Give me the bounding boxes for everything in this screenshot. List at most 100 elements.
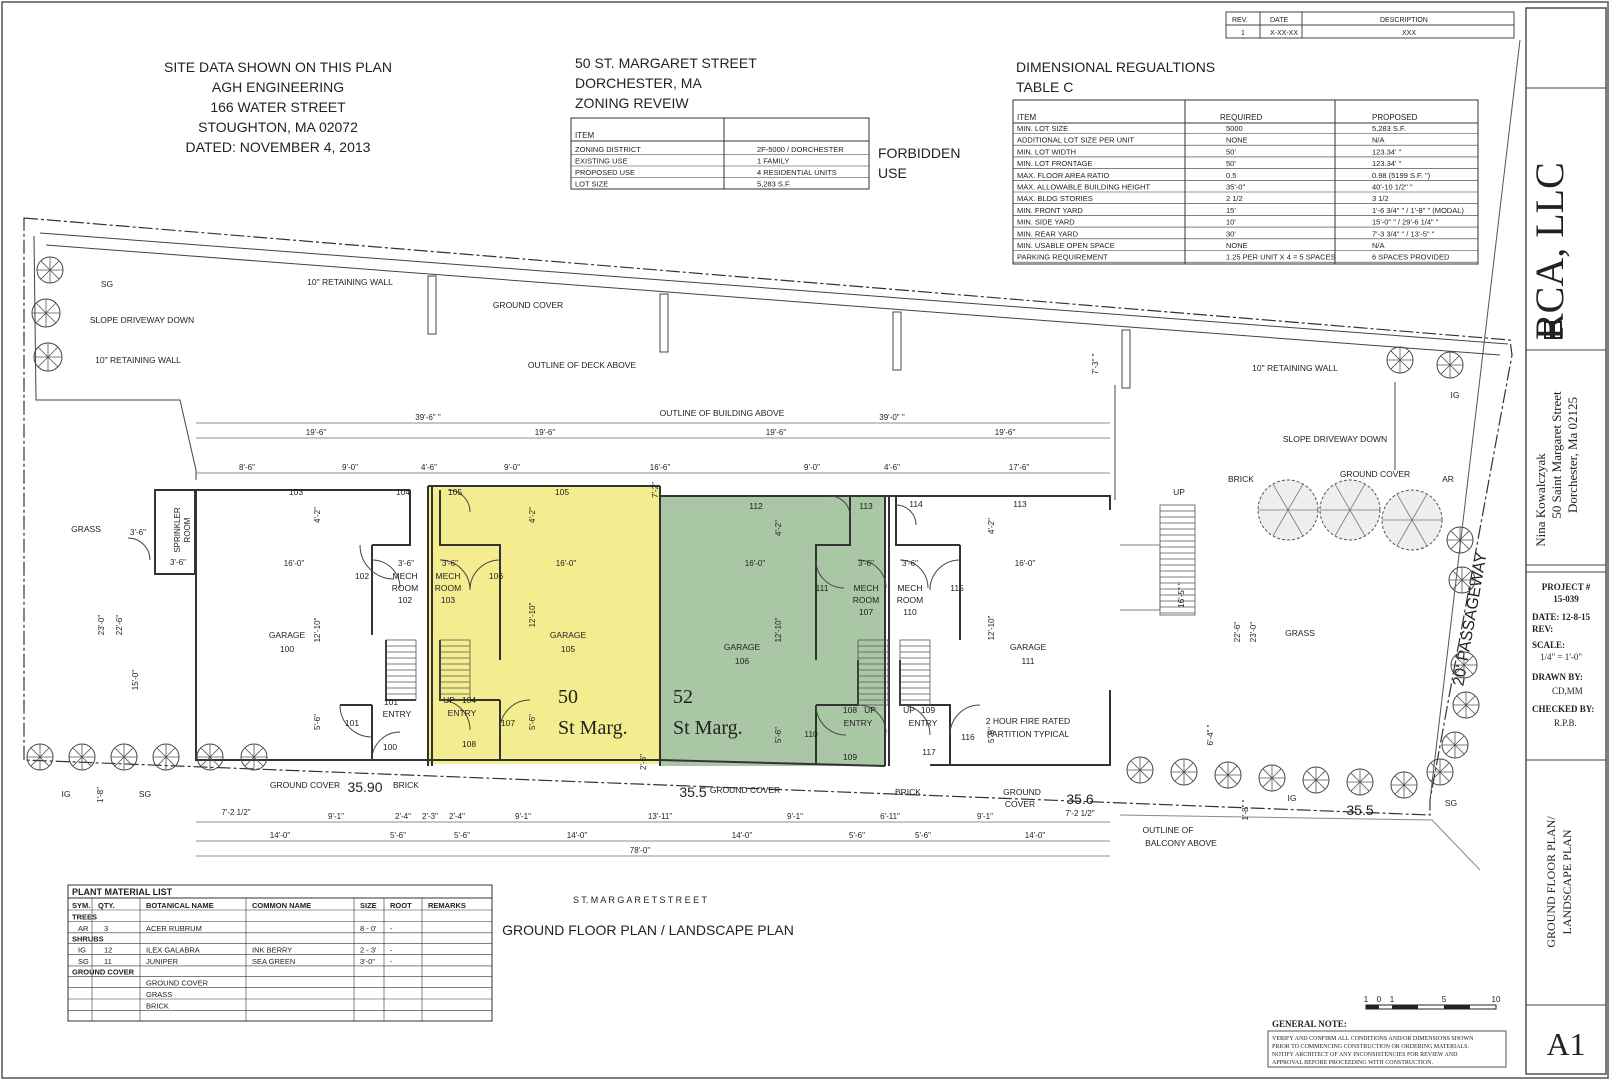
dim-required: NONE [1226, 241, 1248, 250]
dimension-label: 3'-6" [398, 559, 414, 568]
rev-date-header: DATE [1270, 17, 1288, 24]
dim-item: MIN. LOT SIZE [1017, 124, 1068, 133]
plan-label: OUTLINE OF DECK ABOVE [528, 360, 636, 370]
plan-label: MECH [435, 571, 460, 581]
plant-cell: SEA GREEN [252, 957, 295, 966]
dimension-label-vertical: 5'-6" [987, 727, 996, 743]
sprinkler-room-label: ROOM [183, 517, 192, 542]
plan-label: 115 [950, 583, 964, 593]
dimension-label: 19'-6" [535, 428, 556, 437]
plan-label: UP [443, 695, 455, 705]
plant-cell: BRICK [146, 1001, 169, 1010]
plant-group: SHRUBS [72, 934, 104, 943]
site-data-line: 166 WATER STREET [210, 99, 346, 115]
dimension-label: 9'-1" [328, 812, 344, 821]
project-label: PROJECT # [1542, 582, 1591, 592]
shrub-symbol [26, 743, 54, 771]
shrub-symbol [33, 342, 63, 372]
dimensional-regulations-block: DIMENSIONAL REGUALTIONS TABLE C ITEM REQ… [1012, 59, 1479, 265]
zoning-header: DORCHESTER, MA [575, 75, 702, 91]
plant-cell: IG [78, 946, 86, 955]
dim-required: 1.25 PER UNIT X 4 = 5 SPACES [1226, 253, 1336, 262]
plan-label: COVER [1005, 799, 1035, 809]
dim-proposed: N/A [1372, 241, 1385, 250]
plan-label: SG [139, 789, 151, 799]
plant-header: BOTANICAL NAME [146, 901, 214, 910]
plan-vertical-dimensions: 23'-0"22'-6"15'-0"4'-2"12'-10"5'-6"4'-2"… [96, 353, 1258, 820]
plant-cell: 8 - 0' [360, 924, 377, 933]
site-data-line: STOUGHTON, MA 02072 [198, 119, 358, 135]
shrub-symbol [31, 298, 61, 328]
plant-header: COMMON NAME [252, 901, 311, 910]
dim-item: MAX. ALLOWABLE BUILDING HEIGHT [1017, 183, 1151, 192]
plan-label: 108 [843, 705, 857, 715]
unit-52-label: 52 St Marg. [673, 686, 743, 739]
unit-52-number: 52 [673, 686, 693, 708]
plan-label: OUTLINE OF [1142, 825, 1193, 835]
shrub-symbol [1170, 758, 1198, 786]
owner-name: Nina Kowalczyak [1533, 453, 1548, 547]
dimension-label: 6'-11" [880, 812, 900, 821]
plant-material-list: PLANT MATERIAL LIST SYM.QTY.BOTANICAL NA… [67, 884, 493, 1022]
shrub-symbol [36, 256, 64, 284]
plan-label: ENTRY [844, 718, 873, 728]
shrub-symbol [110, 743, 138, 771]
plant-header: ROOT [390, 901, 412, 910]
dimension-label-vertical: 12'-10" [313, 617, 322, 642]
plan-label: 111 [816, 583, 829, 593]
plan-label: 101 [345, 718, 359, 728]
dimension-label-vertical: 15'-0" [131, 670, 140, 691]
plan-label: AR [1442, 474, 1454, 484]
plan-label: SG [101, 279, 113, 289]
general-note-line: VERIFY AND CONFIRM ALL CONDITIONS AND/OR… [1272, 1036, 1474, 1042]
plan-label: 100 [280, 644, 294, 654]
plan-label: 108 [462, 739, 476, 749]
dimension-label-vertical: 5'-6" [528, 714, 537, 730]
plan-label: 109 [921, 705, 935, 715]
plant-header: SIZE [360, 901, 377, 910]
landscape-plants [26, 256, 1480, 799]
dimension-label: 19'-6" [306, 428, 327, 437]
plant-cell: JUNIPER [146, 957, 179, 966]
dim-proposed: 123.34' " [1372, 147, 1401, 156]
dimension-label: 9'-1" [977, 812, 993, 821]
dimension-label: 3'-6" [130, 528, 146, 537]
general-note-line: APPROVAL BEFORE PROCEEDING WITH CONSTRUC… [1272, 1060, 1434, 1066]
passageway-line [1429, 39, 1521, 801]
drawn-by-label: DRAWN BY: [1532, 672, 1583, 682]
dimension-label: 5'-6" [849, 831, 865, 840]
stairs [385, 504, 1196, 706]
plant-cell: - [390, 957, 393, 966]
dim-required: 10' [1226, 218, 1236, 227]
dimension-label: 17'-6" [1009, 463, 1030, 472]
plant-cell: 12 [104, 946, 112, 955]
shrub-symbol [1346, 768, 1374, 796]
shrub-symbol [1302, 766, 1330, 794]
plan-label: IG [1288, 793, 1297, 803]
plan-label: GARAGE [724, 642, 761, 652]
general-note-line: PRIOR TO COMMENCING CONSTRUCTION OR ORDE… [1272, 1044, 1469, 1050]
revision-label: REV: [1532, 624, 1553, 634]
scale-tick: 5 [1442, 995, 1447, 1004]
site-data-line: SITE DATA SHOWN ON THIS PLAN [164, 59, 392, 75]
dimension-label: 14'-0" [732, 831, 753, 840]
plant-header: SYM. [72, 901, 90, 910]
scale-value: 1/4" = 1'-0" [1540, 652, 1582, 662]
plan-label: 102 [398, 595, 412, 605]
shrub-symbol [68, 743, 96, 771]
zoning-item: PROPOSED USE [575, 168, 635, 177]
plan-label: SLOPE DRIVEWAY DOWN [1283, 434, 1387, 444]
dimension-label-vertical: 4'-2" [313, 507, 322, 523]
shrub-symbol [1386, 346, 1414, 374]
plan-label: ROOM [897, 595, 923, 605]
plan-label: 112 [749, 501, 763, 511]
dim-required: 50' [1226, 159, 1236, 168]
rev-number: 1 [1241, 30, 1245, 37]
plan-label: 106 [735, 656, 749, 666]
dimension-label-vertical: 22'-6" [1233, 622, 1242, 643]
site-data-line: AGH ENGINEERING [212, 79, 344, 95]
dimension-label-vertical: 4'-2" [774, 520, 783, 536]
dim-proposed: 7'-3 3/4" " / 13'-5" " [1372, 229, 1435, 238]
plan-label: 107 [501, 718, 515, 728]
